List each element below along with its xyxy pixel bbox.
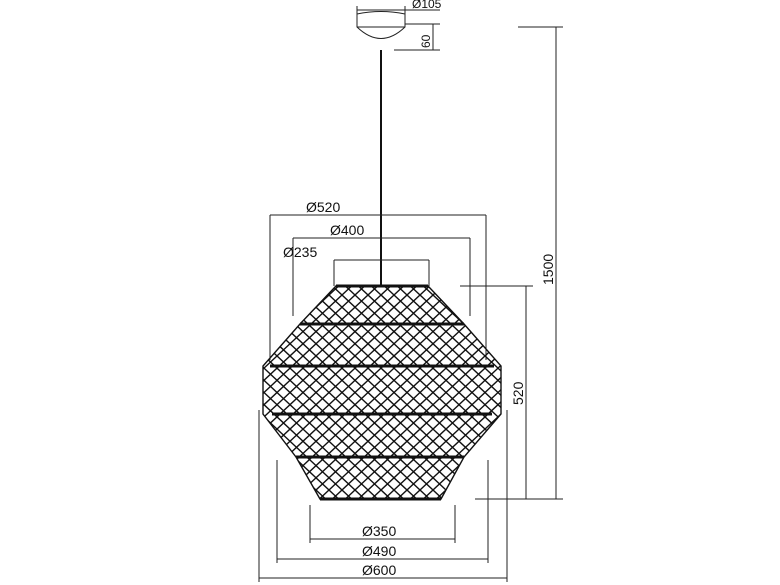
top-outer-diameter-dimension: Ø520	[269, 199, 487, 360]
lattice-strand	[416, 286, 501, 499]
shade-lattice	[1, 280, 761, 505]
lattice-strand	[442, 286, 501, 499]
lattice-strand	[403, 286, 501, 499]
lattice-strand	[494, 286, 501, 499]
lattice-strand	[521, 280, 761, 505]
lattice-strand	[263, 286, 294, 499]
top-opening-diameter-dimension: Ø235	[283, 244, 430, 286]
lattice-strand	[263, 286, 333, 499]
lattice-strand	[338, 286, 501, 499]
lattice-strand	[1, 280, 241, 505]
max-diameter-dimension: Ø600	[258, 410, 508, 582]
lattice-strand	[263, 286, 411, 499]
lattice-strand	[263, 286, 372, 499]
canopy-diameter-label: Ø105	[412, 0, 442, 11]
lattice-strand	[455, 286, 501, 499]
lattice-strand	[455, 286, 501, 499]
top-mid-diameter-dimension: Ø400	[292, 222, 471, 316]
bottom-mid-diameter-dimension: Ø490	[276, 460, 489, 563]
lattice-strand	[263, 286, 398, 499]
lattice-strand	[14, 280, 254, 505]
bottom-opening-diameter-dimension: Ø350	[309, 505, 456, 543]
lattice-strand	[364, 286, 501, 499]
lattice-strand	[263, 286, 385, 499]
shade-height-label: 520	[510, 381, 526, 405]
lattice-strand	[429, 286, 501, 499]
lattice-strand	[14, 280, 254, 505]
lattice-strand	[263, 286, 372, 499]
top-outer-diameter-label: Ø520	[306, 199, 340, 215]
max-diameter-label: Ø600	[362, 562, 396, 578]
lattice-strand	[263, 286, 501, 499]
lattice-strand	[508, 280, 748, 505]
lattice-strand	[263, 286, 320, 499]
canopy-height-dimension: 60	[394, 23, 440, 51]
lattice-strand	[312, 286, 501, 499]
lattice-strand	[263, 286, 424, 499]
lamp-shade	[1, 280, 761, 505]
lattice-strand	[429, 286, 501, 499]
top-mid-diameter-label: Ø400	[330, 222, 364, 238]
lattice-strand	[377, 286, 501, 499]
canopy	[356, 11, 406, 39]
lattice-strand	[263, 286, 437, 499]
lattice-strand	[263, 286, 346, 499]
lattice-strand	[325, 286, 501, 499]
lattice-strand	[390, 286, 501, 499]
canopy-diameter-dimension: Ø105	[356, 0, 442, 14]
bottom-mid-diameter-label: Ø490	[362, 543, 396, 559]
shade-height-dimension: 520	[460, 285, 533, 499]
lattice-strand	[390, 286, 501, 499]
lattice-strand	[521, 280, 761, 505]
bottom-opening-diameter-label: Ø350	[362, 523, 396, 539]
lattice-strand	[263, 286, 463, 499]
lattice-strand	[494, 286, 501, 499]
lattice-strand	[508, 280, 748, 505]
total-height-label: 1500	[540, 254, 556, 285]
lattice-strand	[351, 286, 501, 499]
lattice-strand	[263, 286, 450, 499]
lattice-strand	[263, 286, 359, 499]
lattice-strand	[263, 286, 281, 499]
total-height-dimension: 1500	[475, 26, 563, 500]
lattice-strand	[263, 286, 320, 499]
lattice-strand	[263, 286, 359, 499]
canopy-height-label: 60	[419, 34, 433, 48]
lattice-strand	[263, 286, 268, 499]
lattice-strand	[263, 286, 294, 499]
top-opening-diameter-label: Ø235	[283, 244, 317, 260]
lattice-strand	[468, 286, 501, 499]
lattice-strand	[468, 286, 501, 499]
lattice-strand	[442, 286, 501, 499]
lattice-strand	[1, 280, 241, 505]
lattice-strand	[263, 286, 333, 499]
lattice-strand	[263, 286, 268, 499]
lattice-strand	[263, 286, 281, 499]
lattice-strand	[403, 286, 501, 499]
